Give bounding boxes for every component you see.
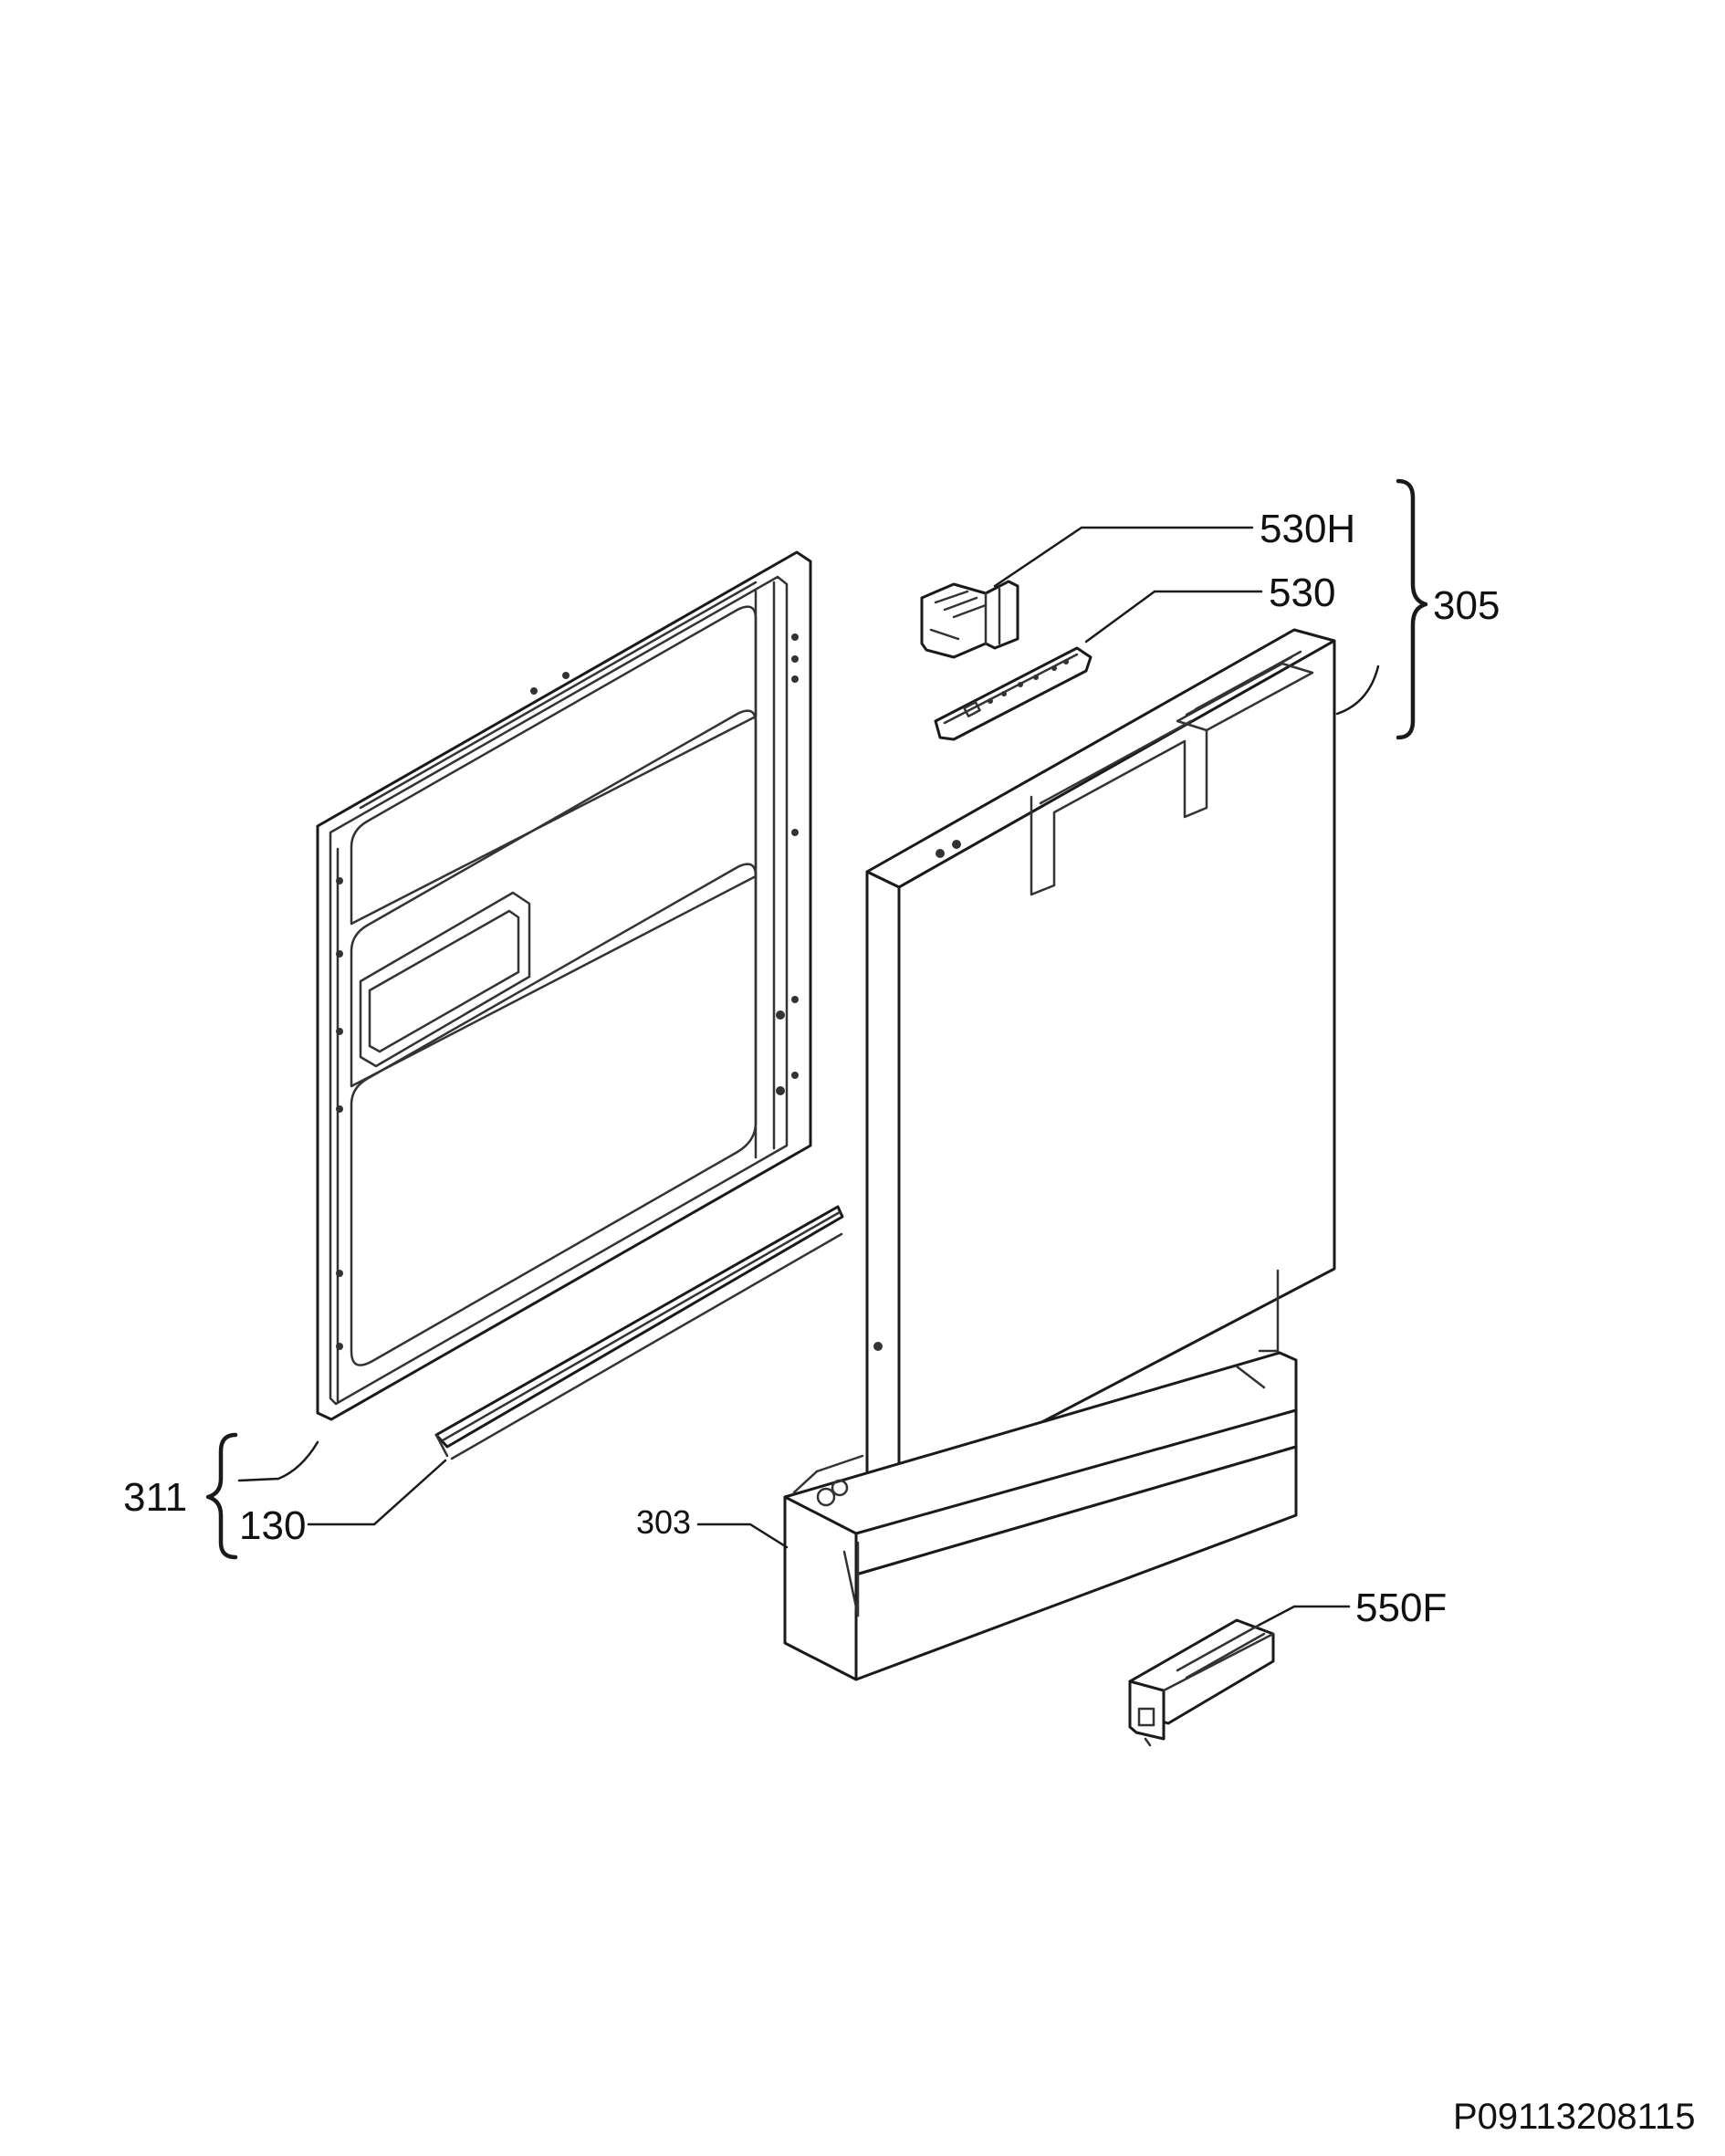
outer-door-panel — [865, 628, 1336, 1499]
part-550f-handle — [1128, 1618, 1275, 1747]
callout-530: 530 — [1269, 570, 1335, 615]
bracket-311 — [205, 1432, 238, 1560]
callout-311: 311 — [123, 1475, 187, 1520]
leader-303 — [696, 1523, 789, 1549]
callout-305: 305 — [1433, 583, 1500, 628]
inner-door-panel — [316, 550, 812, 1421]
leader-530 — [1084, 590, 1263, 644]
part-530h-clip — [920, 580, 1019, 659]
callout-130: 130 — [239, 1503, 306, 1548]
callout-530h: 530H — [1260, 507, 1355, 551]
leader-550f — [1258, 1605, 1351, 1627]
leader-530h — [993, 526, 1254, 588]
callout-303: 303 — [636, 1503, 691, 1541]
part-530-control-board — [934, 646, 1092, 741]
leader-lines — [237, 526, 1380, 1627]
kickplate-panel — [783, 1351, 1298, 1681]
leader-311 — [237, 1440, 319, 1482]
drawing-id: P09113208115 — [1453, 2097, 1695, 2137]
bracket-305 — [1396, 478, 1428, 740]
leader-305 — [1335, 665, 1380, 716]
callout-550f: 550F — [1355, 1586, 1447, 1630]
leader-130 — [307, 1459, 447, 1526]
bottom-door-strip — [434, 1205, 844, 1460]
